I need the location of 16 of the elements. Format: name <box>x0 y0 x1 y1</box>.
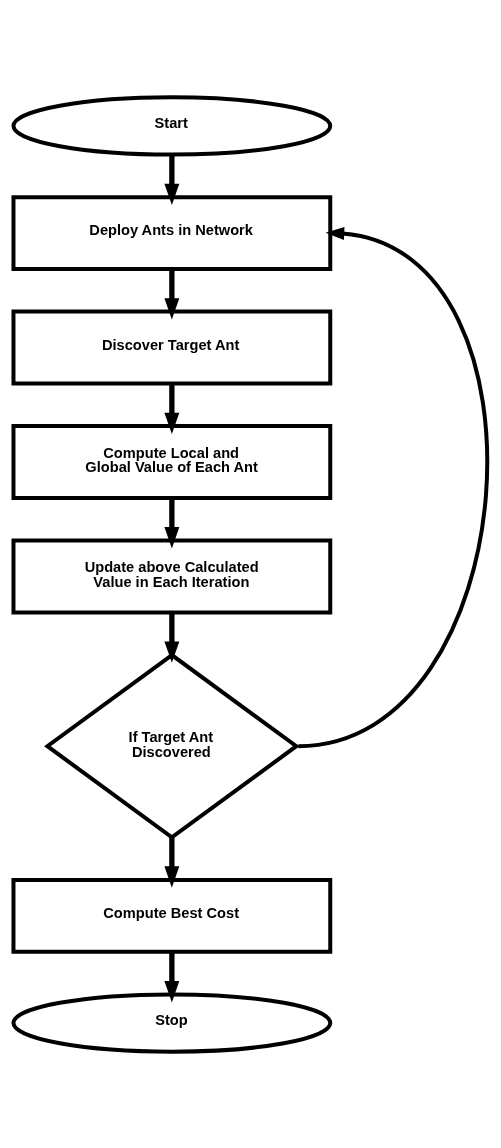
arrow <box>164 836 180 888</box>
arrow <box>297 226 489 748</box>
node-box: Update above Calculated Value in Each Iteration <box>11 538 333 614</box>
arrow <box>164 497 180 548</box>
node-ellipse: Stop <box>11 991 333 1054</box>
arrow <box>164 268 180 320</box>
node-box: Compute Best Cost <box>11 877 333 954</box>
arrow <box>164 154 180 205</box>
arrow <box>164 383 180 434</box>
node-box: Discover Target Ant <box>11 309 333 385</box>
node-box: Deploy Ants in Network <box>11 194 333 271</box>
node-box: Compute Local and Global Value of Each Ant <box>11 423 333 500</box>
arrow <box>164 611 180 663</box>
arrow <box>164 951 180 1002</box>
node-diamond: If Target Ant Discovered <box>44 652 300 840</box>
node-ellipse: Start <box>11 94 333 157</box>
